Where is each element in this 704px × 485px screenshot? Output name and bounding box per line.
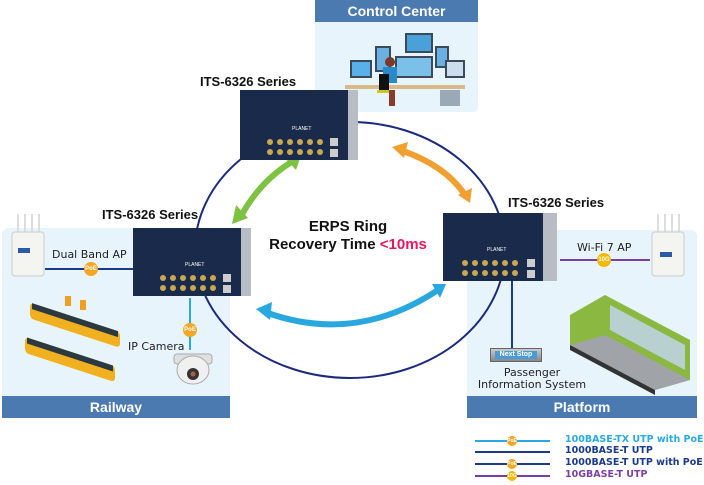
switch-top[interactable]: PLANET [240, 90, 360, 165]
ring-arrow-orange-head-1 [392, 142, 408, 158]
legend-badge-10g: 10G [507, 471, 517, 481]
ring-arrow-orange [399, 147, 468, 197]
legend-label: 1000BASE-T UTP [565, 445, 653, 456]
pis-label-line1: Passenger [503, 366, 561, 379]
legend-item: 10G 10GBASE-T UTP [475, 469, 700, 481]
svg-text:PLANET: PLANET [487, 247, 506, 253]
legend-line-1000base-t [475, 451, 550, 453]
ip-camera-icon [173, 353, 213, 385]
recovery-time-value: <10ms [379, 236, 427, 253]
erps-ring-title: ERPS Ring [308, 218, 388, 235]
wifi7-ap-label: Wi-Fi 7 AP [577, 241, 632, 254]
control-center-title: Control Center [315, 0, 478, 22]
10g-badge-ap: 10G [597, 253, 611, 267]
next-stop-sign: Next Stop [490, 348, 542, 362]
recovery-time-label: Recovery Time [269, 236, 380, 253]
legend-label: 10GBASE-T UTP [565, 469, 648, 480]
ring-arrow-green [237, 157, 297, 220]
legend-item: PoE 1000BASE-T UTP with PoE [475, 457, 703, 469]
erps-ring-caption: ERPS Ring Recovery Time <10ms [258, 218, 438, 254]
switch-left-label: ITS-6326 Series [102, 207, 199, 222]
poe-badge-camera: PoE [183, 323, 197, 337]
ring-arrow-blue-head-2 [432, 284, 446, 298]
dual-band-ap-label: Dual Band AP [52, 248, 127, 261]
legend-label: 1000BASE-T UTP with PoE [565, 457, 703, 468]
legend-badge-poe: PoE [507, 436, 517, 446]
legend-label: 100BASE-TX UTP with PoE [565, 434, 704, 445]
railway-title: Railway [2, 396, 230, 418]
ring-arrow-green-head-1 [232, 205, 248, 224]
ring-arrow-orange-head-2 [458, 188, 472, 203]
ring-arrow-blue [263, 287, 440, 328]
svg-text:PLANET: PLANET [185, 262, 204, 268]
legend-item: 1000BASE-T UTP [475, 445, 700, 457]
recovery-time: Recovery Time <10ms [258, 236, 438, 254]
next-stop-text: Next Stop [495, 351, 537, 359]
pis-label-line2: Information System [477, 378, 587, 391]
poe-badge-ap: PoE [84, 262, 98, 276]
control-center-illustration [345, 33, 465, 106]
legend-item: PoE 100BASE-TX UTP with PoE [475, 434, 704, 446]
dual-band-ap-icon [11, 214, 45, 277]
subway-platform-icon [570, 295, 690, 395]
switch-top-label: ITS-6326 Series [200, 74, 297, 89]
switch-left[interactable]: PLANET [133, 228, 253, 303]
control-center-panel: Control Center [315, 0, 478, 112]
legend-badge-poe: PoE [507, 459, 517, 469]
ring-arrow-blue-head-1 [256, 302, 272, 320]
wifi7-ap-icon [651, 214, 685, 277]
trams-icon [25, 296, 120, 382]
svg-text:PLANET: PLANET [292, 126, 311, 132]
pis-label: Passenger Information System [472, 367, 592, 391]
switch-right-label: ITS-6326 Series [508, 195, 605, 210]
ip-camera-label: IP Camera [128, 340, 185, 353]
switch-right[interactable]: PLANET [443, 213, 563, 288]
platform-title: Platform [467, 396, 697, 418]
